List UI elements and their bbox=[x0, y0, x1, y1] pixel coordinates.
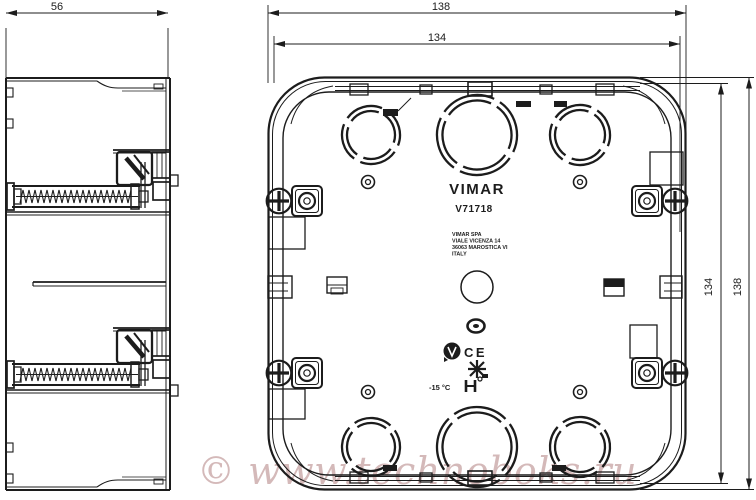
front-inner-width-label: 134 bbox=[428, 32, 446, 44]
glow-wire-test-icon bbox=[468, 360, 488, 378]
vimar-logo: VIMAR bbox=[449, 181, 505, 198]
phillips-screw-icon bbox=[661, 187, 689, 215]
dimension-56-width: 56 bbox=[5, 1, 169, 78]
side-view: 56 bbox=[5, 1, 179, 491]
side-clip-bump bbox=[169, 174, 179, 187]
expansion-claw-assembly-lower bbox=[6, 327, 171, 394]
min-temperature-label: -15 °C bbox=[429, 383, 451, 392]
phillips-screw-icon bbox=[661, 359, 689, 387]
svg-text:VIMAR SPA: VIMAR SPA bbox=[452, 232, 482, 238]
ce-mark-label: CE bbox=[464, 345, 487, 360]
expansion-claw-assembly-upper bbox=[6, 149, 171, 216]
imq-oval-icon bbox=[466, 318, 486, 334]
dimension-138-width: 138 bbox=[267, 1, 687, 232]
phillips-screw-icon bbox=[265, 359, 293, 387]
side-width-label: 56 bbox=[51, 1, 63, 13]
front-inner-height-label: 134 bbox=[703, 278, 715, 296]
center-hole bbox=[460, 270, 494, 304]
phillips-screw-icon bbox=[265, 187, 293, 215]
corner-screw-fixture-top-right bbox=[631, 151, 689, 217]
side-wall-clips bbox=[267, 275, 683, 299]
svg-text:VIALE VICENZA 14: VIALE VICENZA 14 bbox=[452, 239, 500, 245]
knockout-rings bbox=[340, 93, 612, 489]
side-box-outline bbox=[5, 77, 179, 491]
fixing-holes bbox=[360, 174, 588, 400]
temperature-symbol-icon bbox=[464, 376, 483, 392]
quality-mark-icon bbox=[443, 342, 461, 362]
corner-screw-fixture-bottom-right bbox=[629, 324, 689, 389]
svg-text:ITALY: ITALY bbox=[452, 252, 467, 258]
knockout-ring bbox=[548, 103, 612, 167]
svg-text:36063 MAROSTICA VI: 36063 MAROSTICA VI bbox=[452, 245, 508, 251]
side-clip-bump bbox=[169, 384, 179, 397]
dimension-134-width: 134 bbox=[273, 32, 681, 232]
part-number: V71718 bbox=[455, 204, 492, 215]
printed-markings: VIMAR V71718 VIMAR SPA VIALE VICENZA 14 … bbox=[429, 181, 508, 392]
dimension-134-height: 134 bbox=[640, 83, 728, 484]
knockout-ring bbox=[435, 405, 519, 489]
knockout-ring bbox=[340, 104, 402, 166]
front-outer-width-label: 138 bbox=[432, 1, 450, 13]
front-outer-height-label: 138 bbox=[732, 278, 744, 296]
knockout-ring bbox=[548, 415, 612, 479]
dimension-138-height: 138 bbox=[640, 77, 754, 490]
front-view: 138 134 134 bbox=[265, 1, 754, 491]
address-block: VIMAR SPA VIALE VICENZA 14 36063 MAROSTI… bbox=[452, 232, 508, 258]
corner-screw-fixture-bottom-left bbox=[265, 357, 323, 420]
knockout-ring bbox=[435, 93, 519, 177]
corner-screw-fixture-top-left bbox=[265, 185, 323, 250]
